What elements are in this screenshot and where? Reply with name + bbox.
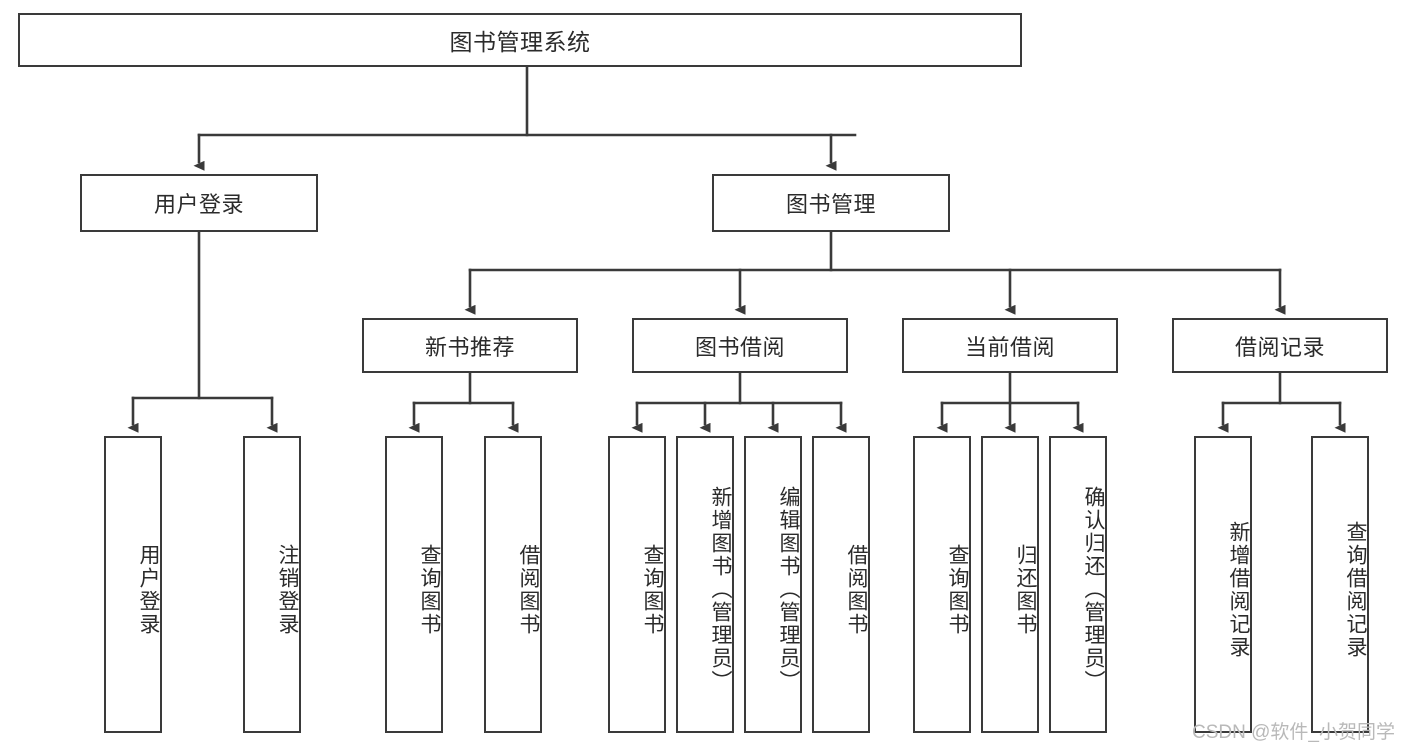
watermark: CSDN @软件_小贺同学 (1192, 717, 1395, 744)
leaf-borrow-book-label: 借阅图书 (845, 543, 868, 636)
node-user-login-label: 用户登录 (153, 192, 244, 217)
leaf-user-login-label: 用户登录 (137, 543, 160, 636)
leaf-confirm-return-admin-label: 确认归还（管理员） (1082, 486, 1105, 693)
leaf-return-book-label: 归还图书 (1014, 543, 1037, 636)
leaf-user-login[interactable]: 用户登录 (104, 436, 162, 733)
leaf-query-book-new-label: 查询图书 (418, 543, 441, 636)
node-current-borrow-label: 当前借阅 (964, 334, 1055, 360)
node-book-borrow-label: 图书借阅 (694, 334, 785, 360)
leaf-add-book-admin[interactable]: 新增图书（管理员） (676, 436, 734, 733)
node-current-borrow[interactable]: 当前借阅 (902, 318, 1118, 373)
leaf-add-borrow-record[interactable]: 新增借阅记录 (1194, 436, 1252, 733)
leaf-add-book-admin-label: 新增图书（管理员） (709, 486, 732, 693)
leaf-query-book[interactable]: 查询图书 (608, 436, 666, 733)
leaf-edit-book-admin[interactable]: 编辑图书（管理员） (744, 436, 802, 733)
leaf-query-book-label: 查询图书 (641, 543, 664, 636)
leaf-borrow-book[interactable]: 借阅图书 (812, 436, 870, 733)
node-new-book-recommend-label: 新书推荐 (424, 334, 515, 360)
node-borrow-records-label: 借阅记录 (1234, 334, 1325, 360)
node-user-login[interactable]: 用户登录 (80, 174, 318, 232)
leaf-query-book-new[interactable]: 查询图书 (385, 436, 443, 733)
leaf-edit-book-admin-label: 编辑图书（管理员） (777, 486, 800, 693)
leaf-query-book-current-label: 查询图书 (946, 543, 969, 636)
leaf-return-book[interactable]: 归还图书 (981, 436, 1039, 733)
node-book-management[interactable]: 图书管理 (712, 174, 950, 232)
leaf-query-book-current[interactable]: 查询图书 (913, 436, 971, 733)
leaf-borrow-book-new[interactable]: 借阅图书 (484, 436, 542, 733)
watermark-text: CSDN @软件_小贺同学 (1192, 722, 1395, 743)
leaf-add-borrow-record-label: 新增借阅记录 (1227, 520, 1250, 659)
leaf-confirm-return-admin[interactable]: 确认归还（管理员） (1049, 436, 1107, 733)
node-root-label: 图书管理系统 (449, 29, 591, 55)
node-new-book-recommend[interactable]: 新书推荐 (362, 318, 578, 373)
leaf-borrow-book-new-label: 借阅图书 (517, 543, 540, 636)
leaf-query-borrow-record[interactable]: 查询借阅记录 (1311, 436, 1369, 733)
leaf-query-borrow-record-label: 查询借阅记录 (1344, 520, 1367, 659)
leaf-user-logout[interactable]: 注销登录 (243, 436, 301, 733)
node-root[interactable]: 图书管理系统 (18, 13, 1022, 67)
leaf-user-logout-label: 注销登录 (276, 543, 299, 636)
node-book-borrow[interactable]: 图书借阅 (632, 318, 848, 373)
node-borrow-records[interactable]: 借阅记录 (1172, 318, 1388, 373)
node-book-management-label: 图书管理 (785, 192, 876, 217)
